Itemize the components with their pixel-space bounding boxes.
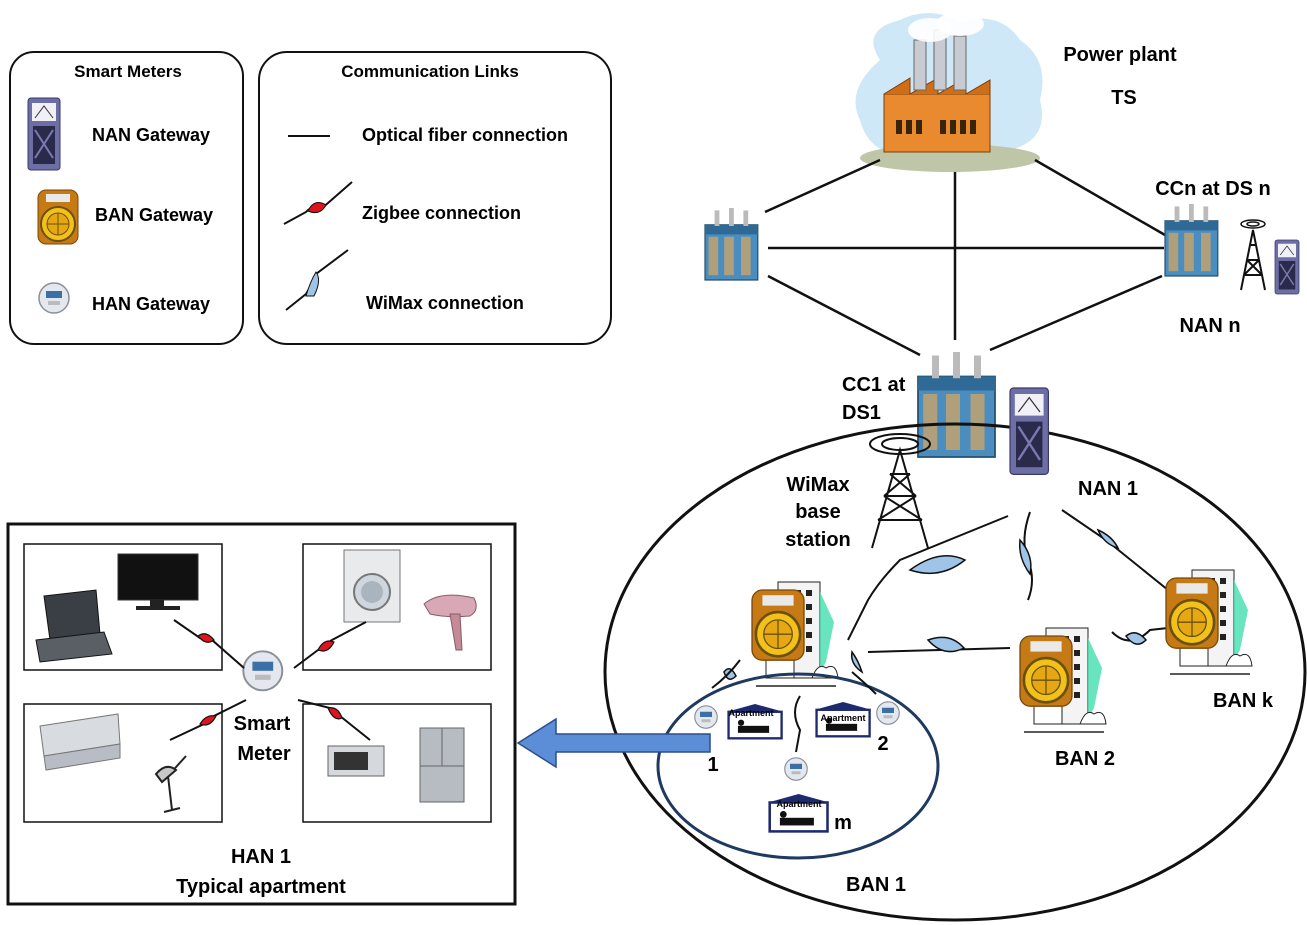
apartment2-index: 2 — [877, 733, 888, 755]
cc1-label-line1: CC1 at — [842, 374, 906, 396]
power-plant-icon — [855, 12, 1043, 172]
cc1-label-line2: DS1 — [842, 402, 881, 424]
ccn-substation-icon — [1164, 203, 1219, 277]
wimax-label-line1: WiMax — [786, 474, 849, 496]
wimax-link-icon — [285, 249, 349, 311]
power-plant-label: Power plant — [1063, 44, 1177, 66]
han1-zigbee-markers — [197, 633, 343, 726]
legend-smart-meters-box — [9, 51, 244, 345]
han1-smart-meter-label-line2: Meter — [237, 743, 291, 765]
legend-communication-links-box — [258, 51, 612, 345]
ccn-nan-meter-icon — [1274, 239, 1300, 295]
ban1-internal-links — [711, 659, 877, 753]
wimax-base-station-tower-icon — [869, 433, 931, 549]
han1-smart-meter-icon — [242, 650, 284, 692]
ts-label: TS — [1111, 87, 1137, 109]
apartmentm-sign-text: Apartment — [776, 799, 821, 809]
ccn-antenna-signal — [1240, 219, 1266, 229]
ban-gateway-meter-icon — [37, 189, 79, 245]
legend-han-gateway-label: HAN Gateway — [92, 294, 210, 314]
ban2-building-gateway-icon — [1020, 628, 1106, 732]
ban1-label: BAN 1 — [846, 874, 906, 896]
han1-panel — [6, 522, 517, 906]
nan-gateway-meter-icon — [27, 97, 61, 171]
desk-lamp-icon — [154, 755, 187, 813]
han1-title: HAN 1 — [231, 846, 291, 868]
ban2-label: BAN 2 — [1055, 748, 1115, 770]
zigbee-link-icon — [283, 181, 353, 225]
legend-optical-fiber-label: Optical fiber connection — [362, 125, 568, 145]
microwave-icon — [327, 745, 385, 777]
hair-dryer-icon — [423, 594, 477, 651]
legend-ban-gateway-label: BAN Gateway — [95, 205, 213, 225]
legend-smart-meters-title: Smart Meters — [74, 62, 182, 81]
air-conditioner-icon — [39, 713, 121, 771]
bank-label: BAN k — [1213, 690, 1274, 712]
wimax-label-line2: base — [795, 501, 841, 523]
legend-communication-links-title: Communication Links — [341, 62, 519, 81]
nan1-area-boundary — [603, 422, 1307, 922]
bank-building-gateway-icon — [1166, 570, 1252, 674]
legend-wimax-label: WiMax connection — [366, 293, 524, 313]
apartment1-index: 1 — [707, 754, 718, 776]
ccn-antenna-icon — [1240, 229, 1266, 291]
ban1-building-gateway-icon — [752, 582, 838, 686]
han1-smart-meter-label-line1: Smart — [234, 713, 291, 735]
refrigerator-icon — [419, 727, 465, 803]
nan-n-label: NAN n — [1179, 315, 1240, 337]
ban1-area-boundary — [656, 672, 940, 860]
han-detail-arrow-icon — [516, 717, 711, 769]
han-gateway-meter-icon — [38, 282, 70, 314]
apartmentm-index: m — [834, 812, 852, 834]
nan1-gateway-meter-icon — [1008, 386, 1050, 476]
apartment1-han-meter-icon — [694, 705, 718, 729]
apartment2-han-meter-icon — [876, 701, 900, 725]
optical-fiber-network — [764, 158, 1166, 357]
laptop-icon — [35, 589, 113, 663]
nan1-label: NAN 1 — [1078, 478, 1138, 500]
ccn-label: CCn at DS n — [1155, 178, 1271, 200]
legend-nan-gateway-label: NAN Gateway — [92, 125, 210, 145]
wimax-link-markers — [723, 528, 1148, 680]
legend-zigbee-label: Zigbee connection — [362, 203, 521, 223]
apartment2-sign-text: Apartment — [820, 713, 865, 723]
tv-monitor-icon — [117, 553, 199, 610]
apartmentm-han-meter-icon — [784, 757, 808, 781]
washing-machine-icon — [343, 549, 401, 623]
substation-icon — [704, 207, 759, 281]
han1-subtitle: Typical apartment — [176, 876, 346, 898]
wimax-links — [847, 509, 1169, 653]
wimax-label-line3: station — [785, 529, 851, 551]
apartment1-sign-text: Apartment — [728, 708, 773, 718]
